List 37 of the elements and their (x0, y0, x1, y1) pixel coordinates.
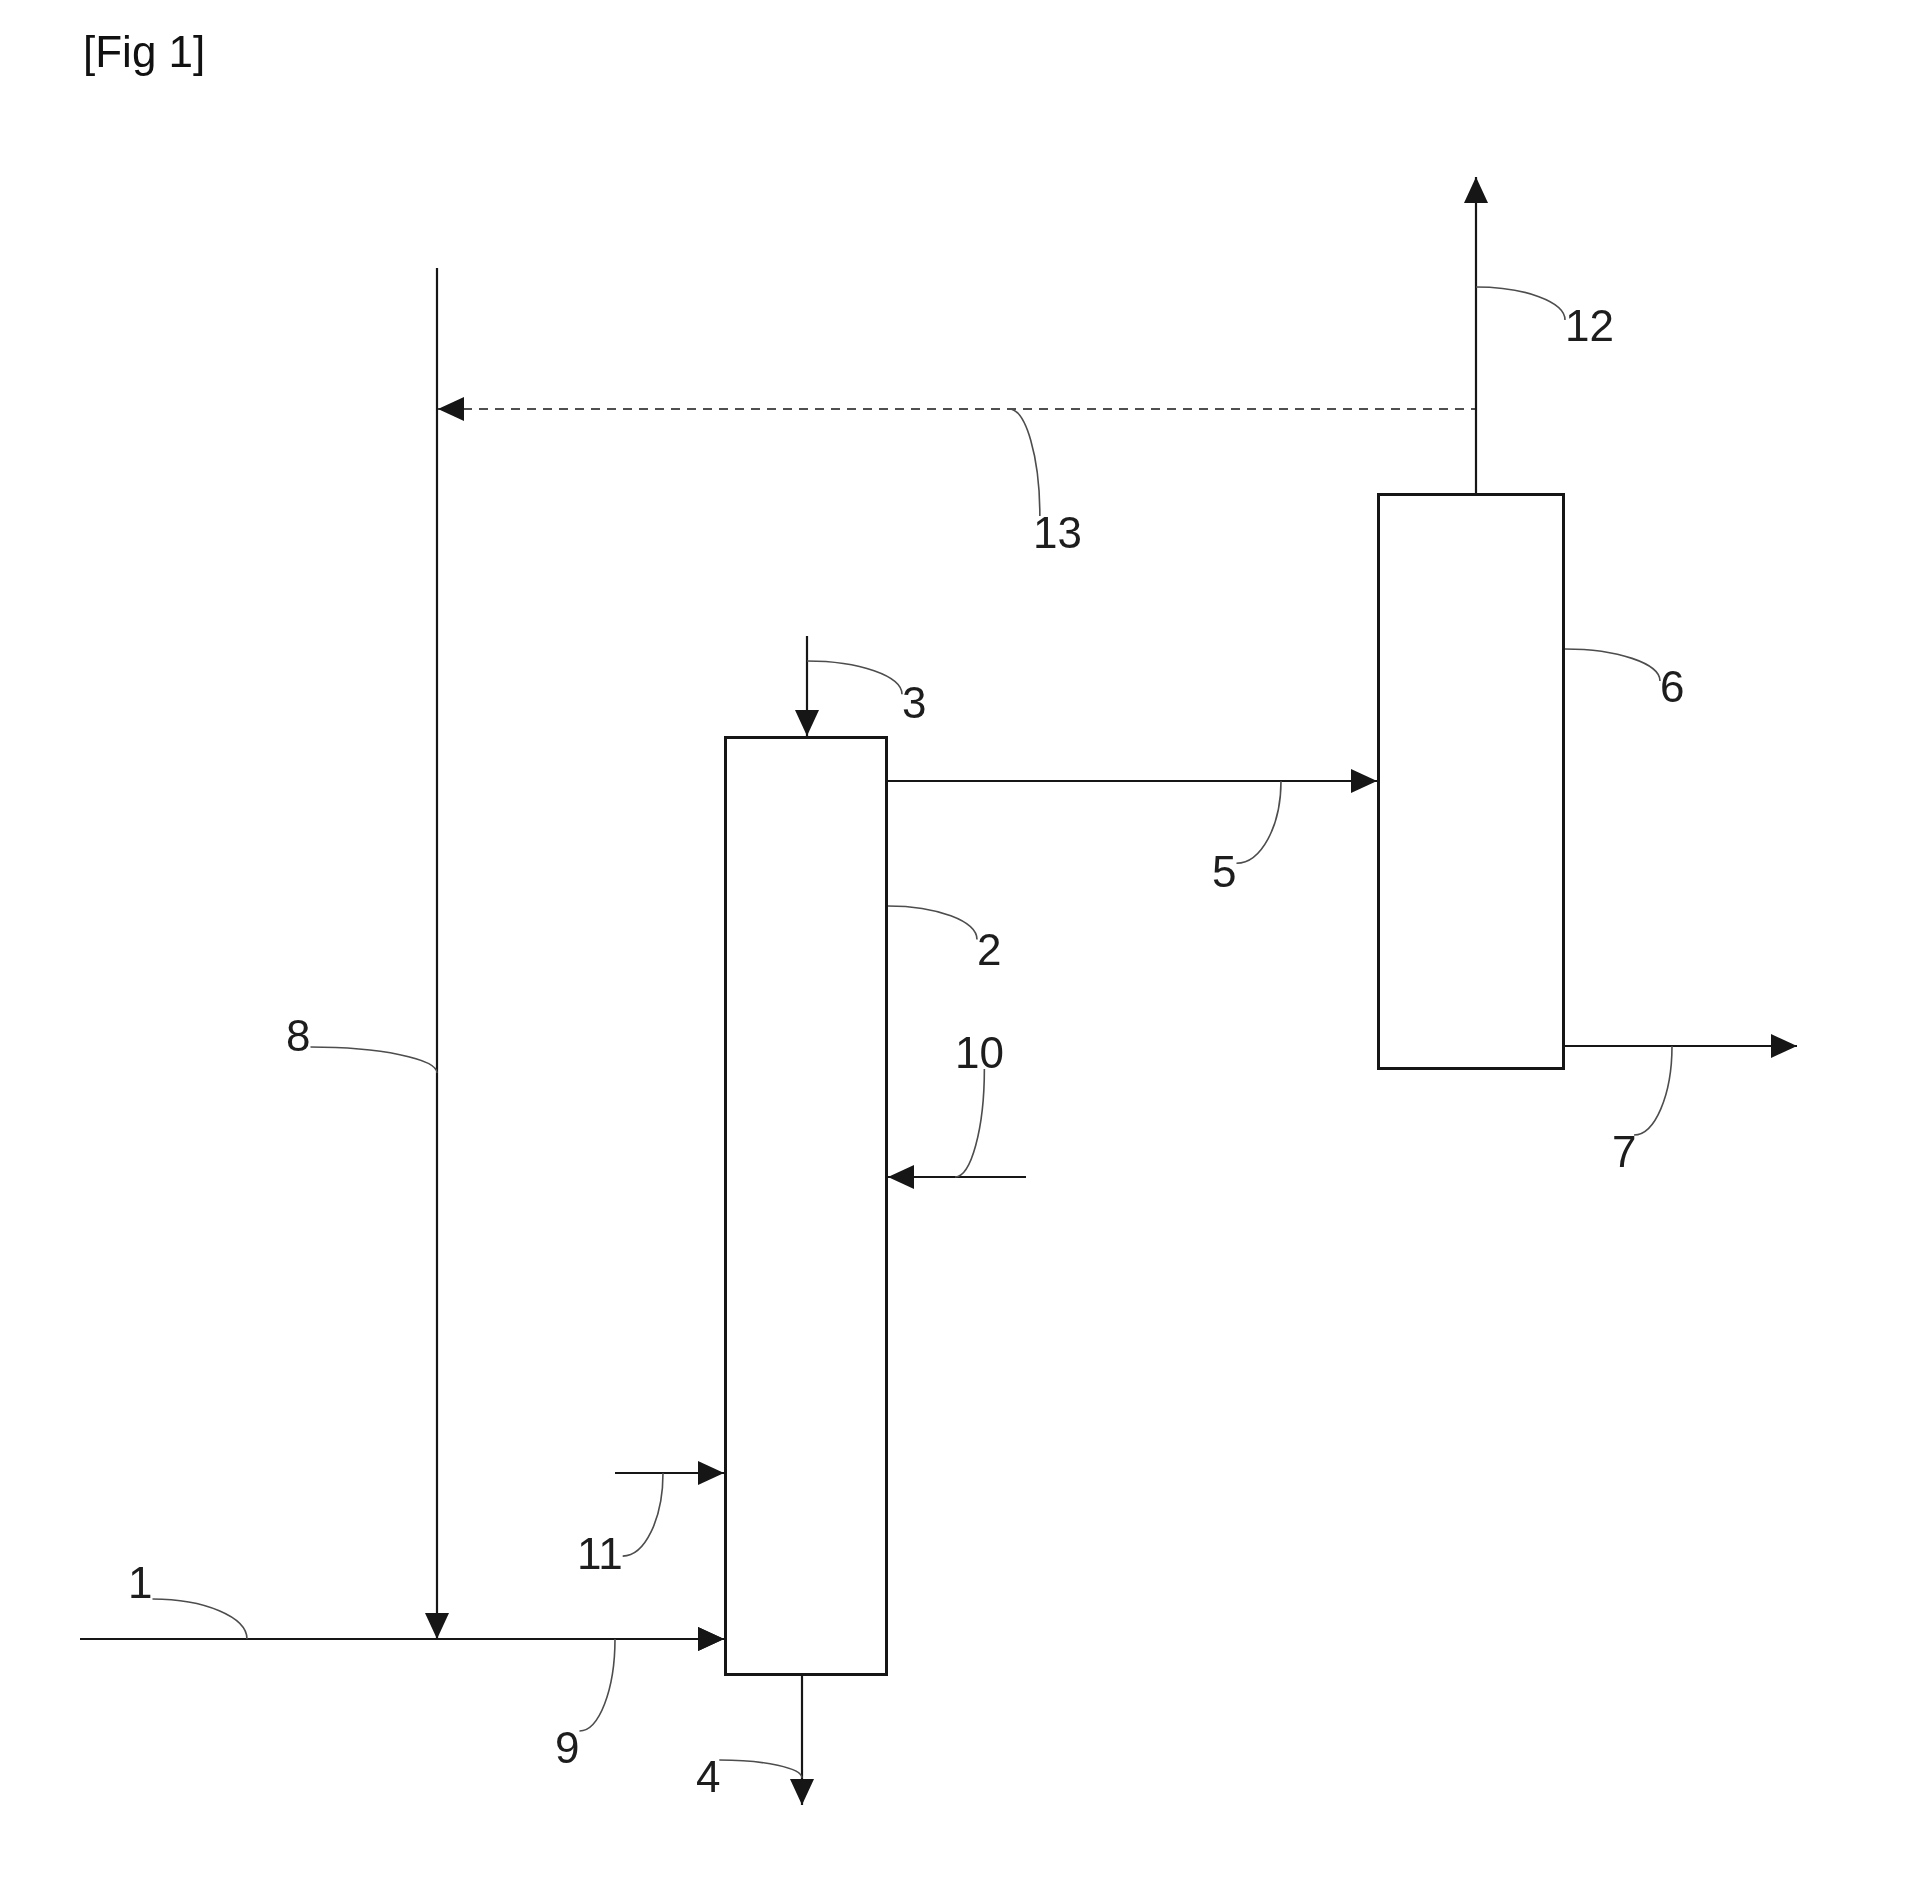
flow-arrow (425, 268, 724, 1651)
reference-numeral: 7 (1612, 1135, 1637, 1168)
reference-numeral: 4 (696, 1760, 721, 1793)
leader-line (309, 1046, 438, 1074)
separator-vessel (1377, 493, 1565, 1070)
flow-arrow (888, 769, 1377, 793)
leader-line (718, 1759, 803, 1779)
leader-line (1633, 1045, 1673, 1136)
leader-line (954, 1068, 986, 1178)
flow-arrow (795, 636, 819, 736)
reference-numeral: 3 (902, 686, 927, 719)
leader-line (621, 1472, 664, 1557)
reference-numeral: 6 (1660, 670, 1685, 703)
leader-line (151, 1598, 248, 1640)
leader-line (1235, 780, 1282, 865)
leader-line (1008, 408, 1041, 517)
reference-numeral: 12 (1565, 309, 1614, 342)
leader-line (887, 905, 978, 941)
reference-numeral: 9 (555, 1731, 580, 1764)
leader-line (578, 1638, 616, 1732)
leader-line (1475, 286, 1566, 321)
flow-arrow (1565, 1034, 1797, 1058)
reference-numeral: 10 (955, 1036, 1004, 1069)
column-vessel (724, 736, 888, 1676)
reference-numeral: 11 (577, 1537, 623, 1570)
reference-numeral: 1 (128, 1566, 153, 1599)
leader-line (806, 660, 903, 696)
flow-arrow (1464, 177, 1488, 493)
reference-numeral: 8 (286, 1019, 311, 1052)
flow-arrow (615, 1461, 724, 1485)
reference-numeral: 5 (1212, 855, 1237, 888)
figure-title: [Fig 1] (83, 30, 206, 74)
flow-arrow (888, 1165, 1026, 1189)
reference-numeral: 2 (977, 933, 1002, 966)
reference-numeral: 13 (1033, 516, 1082, 549)
flow-arrow (790, 1676, 814, 1805)
leader-line (1564, 648, 1661, 682)
